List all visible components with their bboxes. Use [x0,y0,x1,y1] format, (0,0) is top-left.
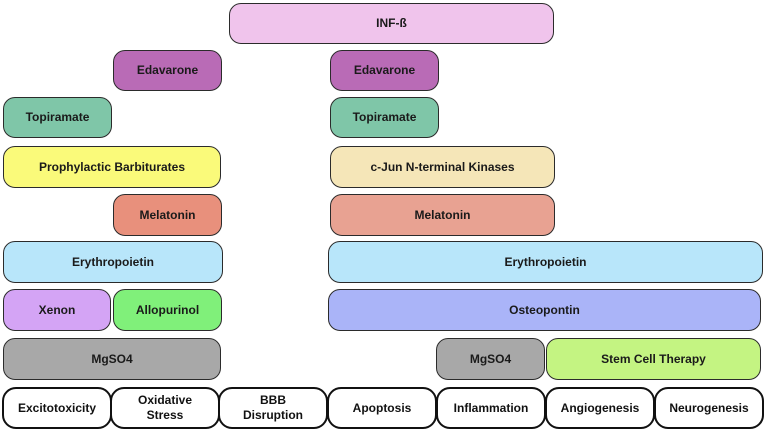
category-label-line: Disruption [243,408,303,422]
treatment-label: c-Jun N-terminal Kinases [370,159,515,174]
treatment-label: Erythropoietin [504,254,587,269]
treatment-xenon: Xenon [3,289,111,331]
category-label: Angiogenesis [560,400,640,415]
category-inflammation: Inflammation [436,387,546,429]
treatment-mgso4-right: MgSO4 [436,338,545,380]
treatment-erythropoietin-right: Erythropoietin [328,241,763,283]
category-neurogenesis: Neurogenesis [654,387,764,429]
treatment-melatonin-oxidative: Melatonin [113,194,222,236]
treatment-osteopontin: Osteopontin [328,289,761,331]
treatment-erythropoietin-left: Erythropoietin [3,241,223,283]
treatment-label: INF-ß [376,16,407,31]
category-label-line: Oxidative [137,393,193,407]
treatment-label: Topiramate [25,110,90,125]
category-apoptosis: Apoptosis [327,387,437,429]
treatment-edavarone-apoptosis: Edavarone [330,50,439,91]
treatment-melatonin-apoptosis: Melatonin [330,194,555,236]
treatment-label: Osteopontin [509,302,580,317]
treatment-label: Melatonin [414,207,471,222]
treatment-topiramate-apoptosis: Topiramate [330,97,439,138]
treatment-label: Edavarone [136,63,199,78]
treatment-label: Melatonin [139,207,196,222]
category-label-line: Stress [146,408,184,422]
category-label: Excitotoxicity [17,400,97,415]
treatment-allopurinol: Allopurinol [113,289,222,331]
treatment-prophylactic-barbiturates: Prophylactic Barbiturates [3,146,221,188]
treatment-stem-cell-therapy: Stem Cell Therapy [546,338,761,380]
treatment-label: Xenon [38,302,76,317]
treatment-label: MgSO4 [469,351,512,366]
treatment-edavarone-oxidative: Edavarone [113,50,222,91]
treatment-label: Edavarone [353,63,416,78]
category-angiogenesis: Angiogenesis [545,387,655,429]
treatment-label: Topiramate [352,110,417,125]
category-label: Neurogenesis [669,400,749,415]
treatment-label: Stem Cell Therapy [601,351,706,366]
treatment-label: Prophylactic Barbiturates [38,159,186,174]
category-excitotoxicity: Excitotoxicity [2,387,112,429]
treatment-topiramate-excitotoxicity: Topiramate [3,97,112,138]
treatment-label: Erythropoietin [71,254,154,269]
treatment-label: MgSO4 [91,351,133,366]
treatment-mgso4-left: MgSO4 [3,338,221,380]
category-label-line: BBB [260,393,286,407]
treatment-c-jun-kinases: c-Jun N-terminal Kinases [330,146,555,188]
treatment-label: Allopurinol [135,302,200,317]
category-label: Apoptosis [352,400,412,415]
treatment-inf-beta: INF-ß [229,3,554,44]
category-label: Inflammation [453,400,529,415]
